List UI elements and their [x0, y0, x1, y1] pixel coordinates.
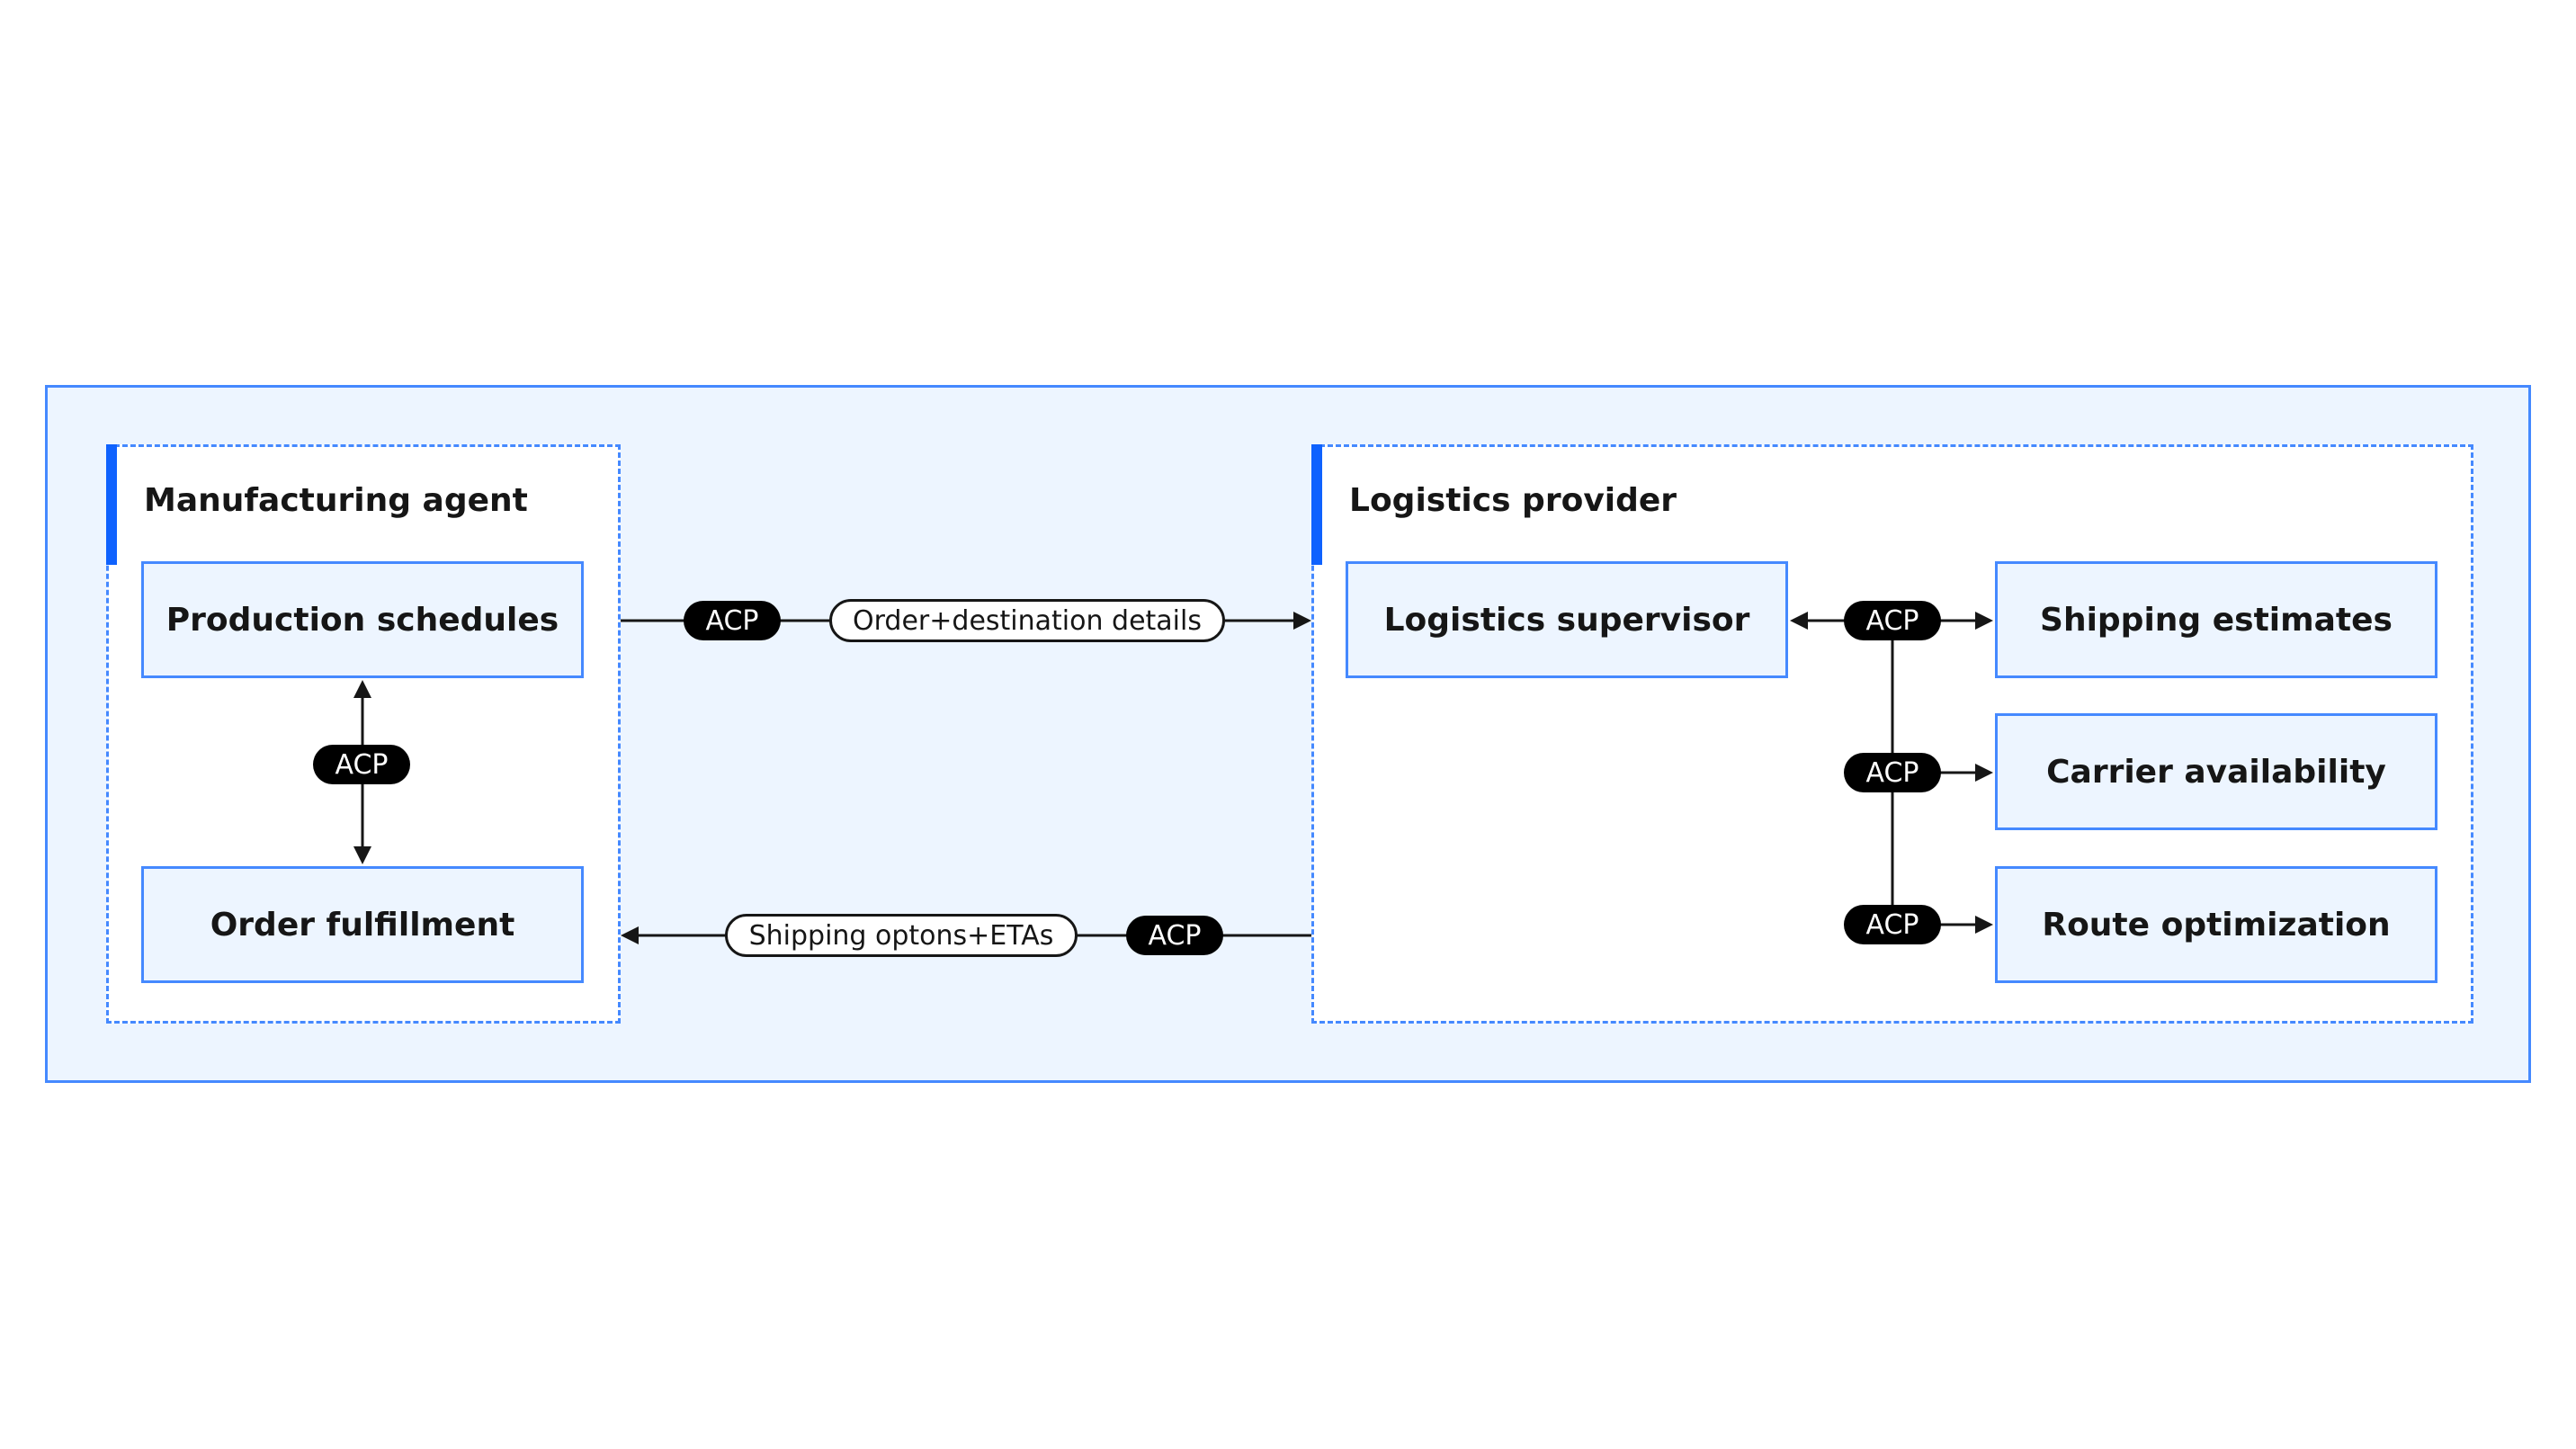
- up-arrowhead: [353, 680, 371, 698]
- shipping-estimates-box: Shipping estimates: [1995, 561, 2437, 678]
- carrier-availability-acp-pill: ACP: [1844, 753, 1941, 792]
- route-optimization-arrowhead: [1975, 916, 1993, 934]
- logistics-accent-bar: [1311, 444, 1322, 565]
- response-arrowhead: [621, 926, 639, 944]
- request-arrowhead: [1293, 612, 1311, 630]
- logistics-supervisor-box: Logistics supervisor: [1346, 561, 1788, 678]
- request-label-pill: Order+destination details: [829, 599, 1225, 642]
- order-fulfillment-box: Order fulfillment: [141, 866, 584, 983]
- shipping-estimates-acp-pill: ACP: [1844, 601, 1941, 640]
- response-acp-pill: ACP: [1126, 916, 1223, 955]
- down-arrowhead: [353, 846, 371, 864]
- route-optimization-acp-pill: ACP: [1844, 905, 1941, 944]
- manufacturing-accent-bar: [106, 444, 117, 565]
- supervisor-arrowhead: [1790, 612, 1808, 630]
- route-optimization-box: Route optimization: [1995, 866, 2437, 983]
- shipping-estimates-arrowhead: [1975, 612, 1993, 630]
- response-label-pill: Shipping optons+ETAs: [725, 914, 1078, 957]
- logistics-provider-title: Logistics provider: [1349, 482, 1677, 519]
- carrier-availability-box: Carrier availability: [1995, 713, 2437, 830]
- carrier-availability-arrowhead: [1975, 764, 1993, 782]
- manufacturing-agent-title: Manufacturing agent: [144, 482, 528, 519]
- request-acp-pill: ACP: [684, 601, 781, 640]
- manufacturing-acp-pill: ACP: [313, 745, 410, 784]
- production-schedules-box: Production schedules: [141, 561, 584, 678]
